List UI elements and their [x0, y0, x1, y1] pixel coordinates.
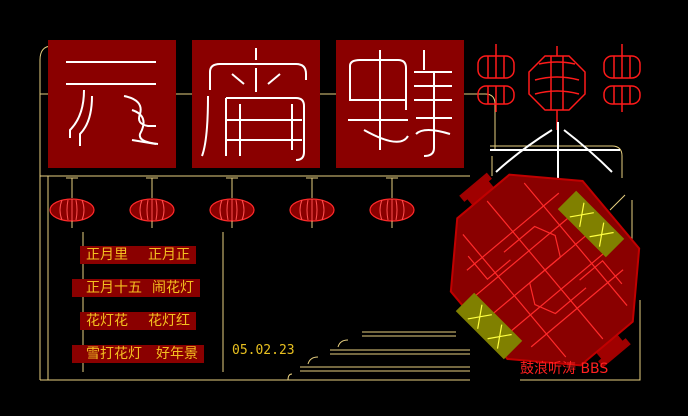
firecracker-icon [557, 190, 625, 258]
hanging-lantern-icon [369, 177, 415, 228]
top-lanterns [477, 44, 641, 130]
hanging-lantern-icon [209, 177, 255, 228]
poem-phrase: 正月十五 [72, 279, 148, 297]
poem-line: 正月里正月正 [80, 246, 204, 264]
title-glyph-yuan [48, 40, 176, 168]
firecracker-icon [455, 292, 523, 360]
poem-phrase: 正月里 [80, 246, 134, 264]
poem-phrase: 花灯花 [80, 312, 134, 330]
poem-phrase: 正月正 [134, 246, 196, 264]
step-lines [287, 331, 470, 381]
hanging-lantern-icon [603, 44, 641, 112]
hanging-lantern-icon [528, 46, 586, 130]
hanging-lantern-icon [129, 177, 175, 228]
poem-phrase: 雪打花灯 [72, 345, 148, 363]
poem-line: 花灯花花灯红 [80, 312, 204, 330]
poem-phrase: 好年景 [148, 345, 204, 363]
signature: 鼓浪听涛 BBS [520, 361, 609, 377]
hanging-lantern-icon [477, 44, 515, 112]
poem-block: 正月里正月正 正月十五闹花灯 花灯花花灯红 雪打花灯好年景 [72, 246, 204, 378]
hanging-lanterns-row [49, 177, 415, 228]
poem-line: 正月十五闹花灯 [72, 279, 204, 297]
title-glyph-xiao [192, 40, 320, 168]
hanging-lantern-icon [289, 177, 335, 228]
poem-phrase: 闹花灯 [148, 279, 200, 297]
date-stamp: 05.02.23 [232, 343, 295, 358]
title-glyph-jie [336, 40, 464, 168]
poem-phrase: 花灯红 [134, 312, 196, 330]
hanging-lantern-icon [49, 177, 95, 228]
poem-line: 雪打花灯好年景 [72, 345, 204, 363]
